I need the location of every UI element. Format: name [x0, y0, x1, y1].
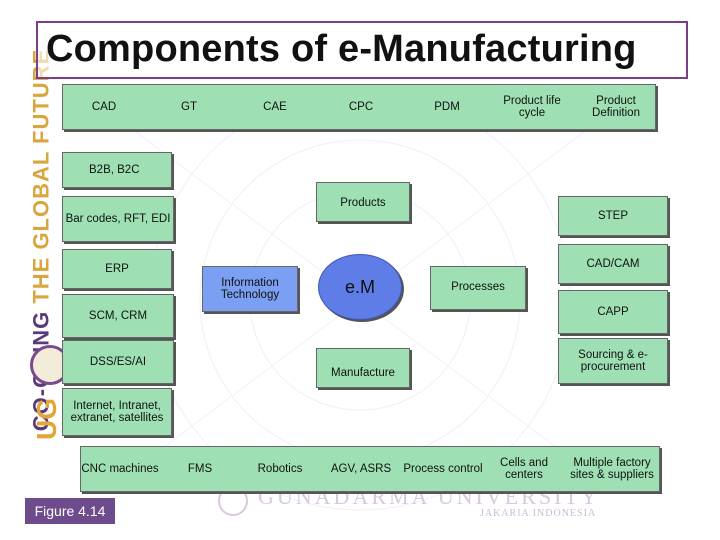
- agv-asrs-label: AGV, ASRS: [330, 463, 392, 475]
- bottom-row-bar: [80, 446, 660, 492]
- cad-label: CAD: [91, 101, 117, 113]
- ug-logo: UG: [31, 398, 62, 440]
- information-technology-box: Information Technology: [202, 266, 298, 312]
- dss-es-ai-box: DSS/ES/AI: [62, 340, 174, 384]
- multiple-factory-label: Multiple factory sites & suppliers: [570, 457, 654, 481]
- side-slogan-part1: THE GLOBAL FUTURE: [28, 48, 53, 304]
- page-title: Components of e-Manufacturing: [46, 28, 637, 70]
- product-life-cycle-label: Product life cycle: [503, 95, 561, 119]
- pdm-label: PDM: [434, 101, 460, 113]
- robotics-label: Robotics: [257, 463, 303, 475]
- process-control-label: Process control: [403, 463, 483, 475]
- cad-cam-box: CAD/CAM: [558, 244, 668, 284]
- cnc-machines-label: CNC machines: [81, 463, 159, 475]
- figure-caption: Figure 4.14: [25, 498, 115, 524]
- top-row-bar: [62, 84, 656, 130]
- cae-label: CAE: [263, 101, 287, 113]
- products-box: Products: [316, 182, 410, 222]
- bar-codes-box: Bar codes, RFT, EDI: [62, 196, 174, 242]
- cells-centers-label: Cells and centers: [500, 457, 548, 481]
- sourcing-box: Sourcing & e-procurement: [558, 338, 668, 384]
- capp-box: CAPP: [558, 290, 668, 334]
- manufacture-box: Manufacture: [316, 348, 410, 388]
- cpc-label: CPC: [348, 101, 374, 113]
- step-box: STEP: [558, 196, 668, 236]
- gt-label: GT: [181, 101, 197, 113]
- processes-box: Processes: [430, 266, 526, 310]
- fms-label: FMS: [187, 463, 213, 475]
- em-node: e.M: [318, 254, 402, 320]
- b2b-b2c-box: B2B, B2C: [62, 152, 172, 188]
- scm-crm-box: SCM, CRM: [62, 294, 174, 338]
- title-frame: [36, 21, 688, 79]
- erp-box: ERP: [62, 249, 172, 289]
- side-slogan: CO-ORING THE GLOBAL FUTURE: [28, 30, 54, 450]
- product-definition-label: Product Definition: [592, 95, 640, 119]
- internet-box: Internet, Intranet, extranet, satellites: [62, 388, 172, 436]
- university-subline: JAKARIA INDONESIA: [480, 508, 597, 519]
